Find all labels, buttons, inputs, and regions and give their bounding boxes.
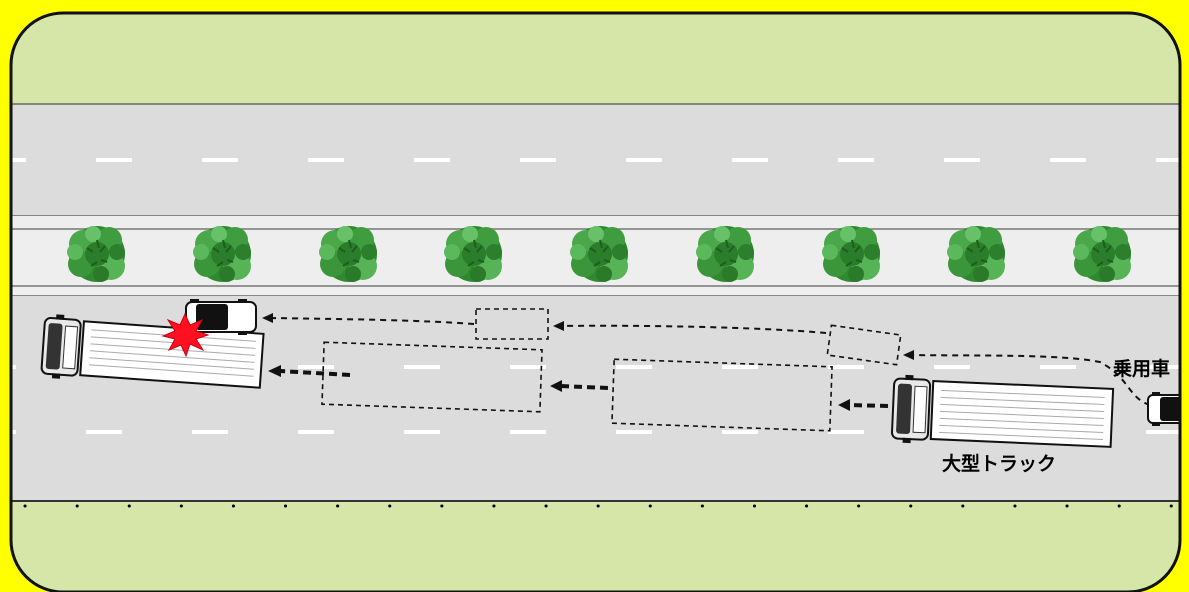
tree-icon: [66, 225, 126, 283]
tree-icon: [1072, 225, 1132, 283]
tree-icon: [946, 225, 1006, 283]
tree-icon: [695, 225, 755, 283]
panel-border: [9, 11, 1182, 592]
upper-road: [11, 104, 1180, 216]
passenger-car-label: 乗用車: [1113, 357, 1170, 380]
road-scene: 乗用車 大型トラック: [11, 13, 1180, 592]
passenger-car-path: [262, 308, 1151, 406]
tree-icon: [318, 225, 378, 283]
truck-path: [268, 341, 889, 432]
tree-icon: [192, 225, 252, 283]
crashed-truck: [40, 314, 265, 389]
large-truck-label: 大型トラック: [942, 452, 1056, 475]
tree-icon: [569, 225, 629, 283]
passenger-car: [1147, 392, 1180, 426]
tree-icon: [821, 225, 881, 283]
tree-icon: [443, 225, 503, 283]
median-trees: [66, 225, 1132, 283]
collision-burst-icon: [161, 312, 210, 358]
large-truck: [891, 374, 1115, 448]
